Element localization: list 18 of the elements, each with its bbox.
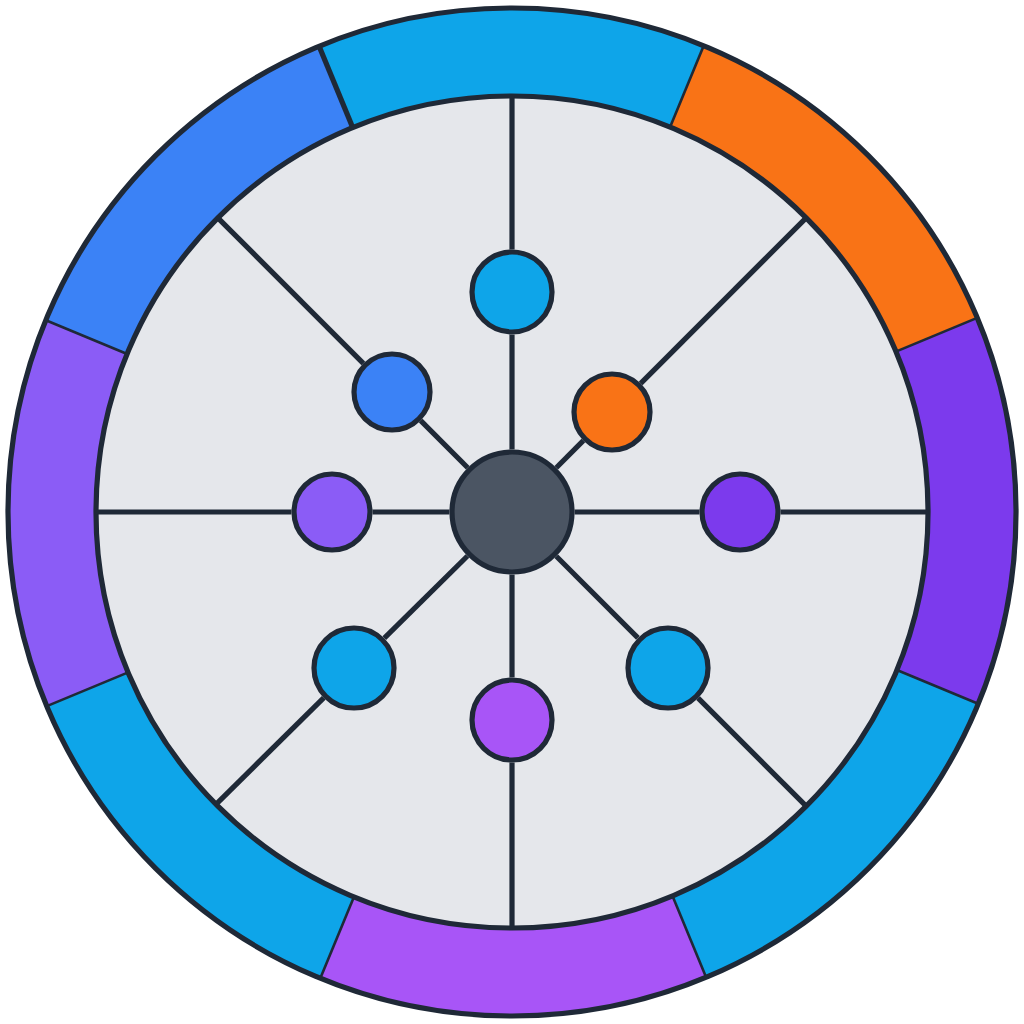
node-circle [291,471,373,553]
node-circle [351,351,433,433]
connector-line [382,554,470,640]
node-circle [571,371,653,453]
node-circle [311,625,397,711]
outer-disk [93,93,931,931]
connector-line [509,574,515,678]
connector-line [509,334,515,450]
node-circle [469,677,555,763]
connector-line [554,438,586,470]
hub-circle [449,449,575,575]
connector-line [554,554,640,640]
connector-line [372,509,450,515]
node-circle [625,625,711,711]
node-circle [699,471,781,553]
connector-line [574,509,700,515]
connector-line [418,418,470,470]
node-circle [469,249,555,335]
